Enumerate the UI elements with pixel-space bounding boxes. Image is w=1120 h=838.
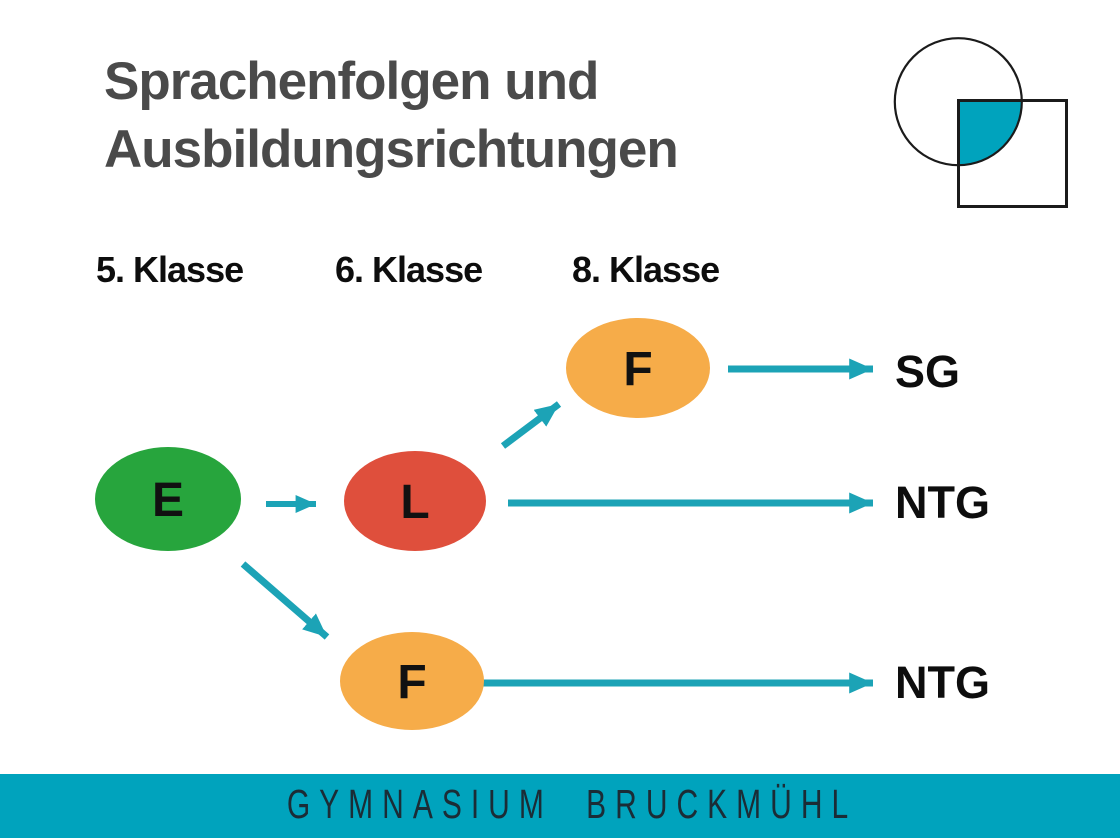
node-l bbox=[344, 451, 486, 551]
node-e bbox=[95, 447, 241, 551]
edge-e-to-f-lower bbox=[240, 561, 330, 640]
node-l-label: L bbox=[400, 476, 429, 529]
title-line-2: Ausbildungsrichtungen bbox=[104, 120, 679, 179]
logo-quarter-fill bbox=[958, 101, 1022, 166]
column-header-5-klasse: 5. Klasse bbox=[96, 249, 244, 290]
node-f-lower-label: F bbox=[397, 656, 426, 709]
node-f-upper bbox=[566, 318, 710, 418]
footer-bar: GYMNASIUM BRUCKMÜHL bbox=[0, 774, 1120, 838]
title-line-1: Sprachenfolgen und bbox=[104, 52, 599, 111]
track-label-ntg-lower: NTG bbox=[895, 657, 990, 708]
node-f-upper-label: F bbox=[623, 343, 652, 396]
node-e-label: E bbox=[152, 474, 184, 527]
school-name-text: GYMNASIUM BRUCKMÜHL bbox=[286, 783, 858, 828]
column-header-6-klasse: 6. Klasse bbox=[335, 249, 483, 290]
column-header-8-klasse: 8. Klasse bbox=[572, 249, 720, 290]
node-f-lower bbox=[340, 632, 484, 730]
school-logo bbox=[893, 37, 1068, 208]
track-label-sg: SG bbox=[895, 346, 960, 397]
edge-l-to-f-upper bbox=[500, 401, 562, 449]
slide-title: Sprachenfolgen und Ausbildungsrichtungen bbox=[104, 48, 679, 184]
logo-square-icon bbox=[957, 99, 1068, 208]
track-label-ntg-middle: NTG bbox=[895, 477, 990, 528]
